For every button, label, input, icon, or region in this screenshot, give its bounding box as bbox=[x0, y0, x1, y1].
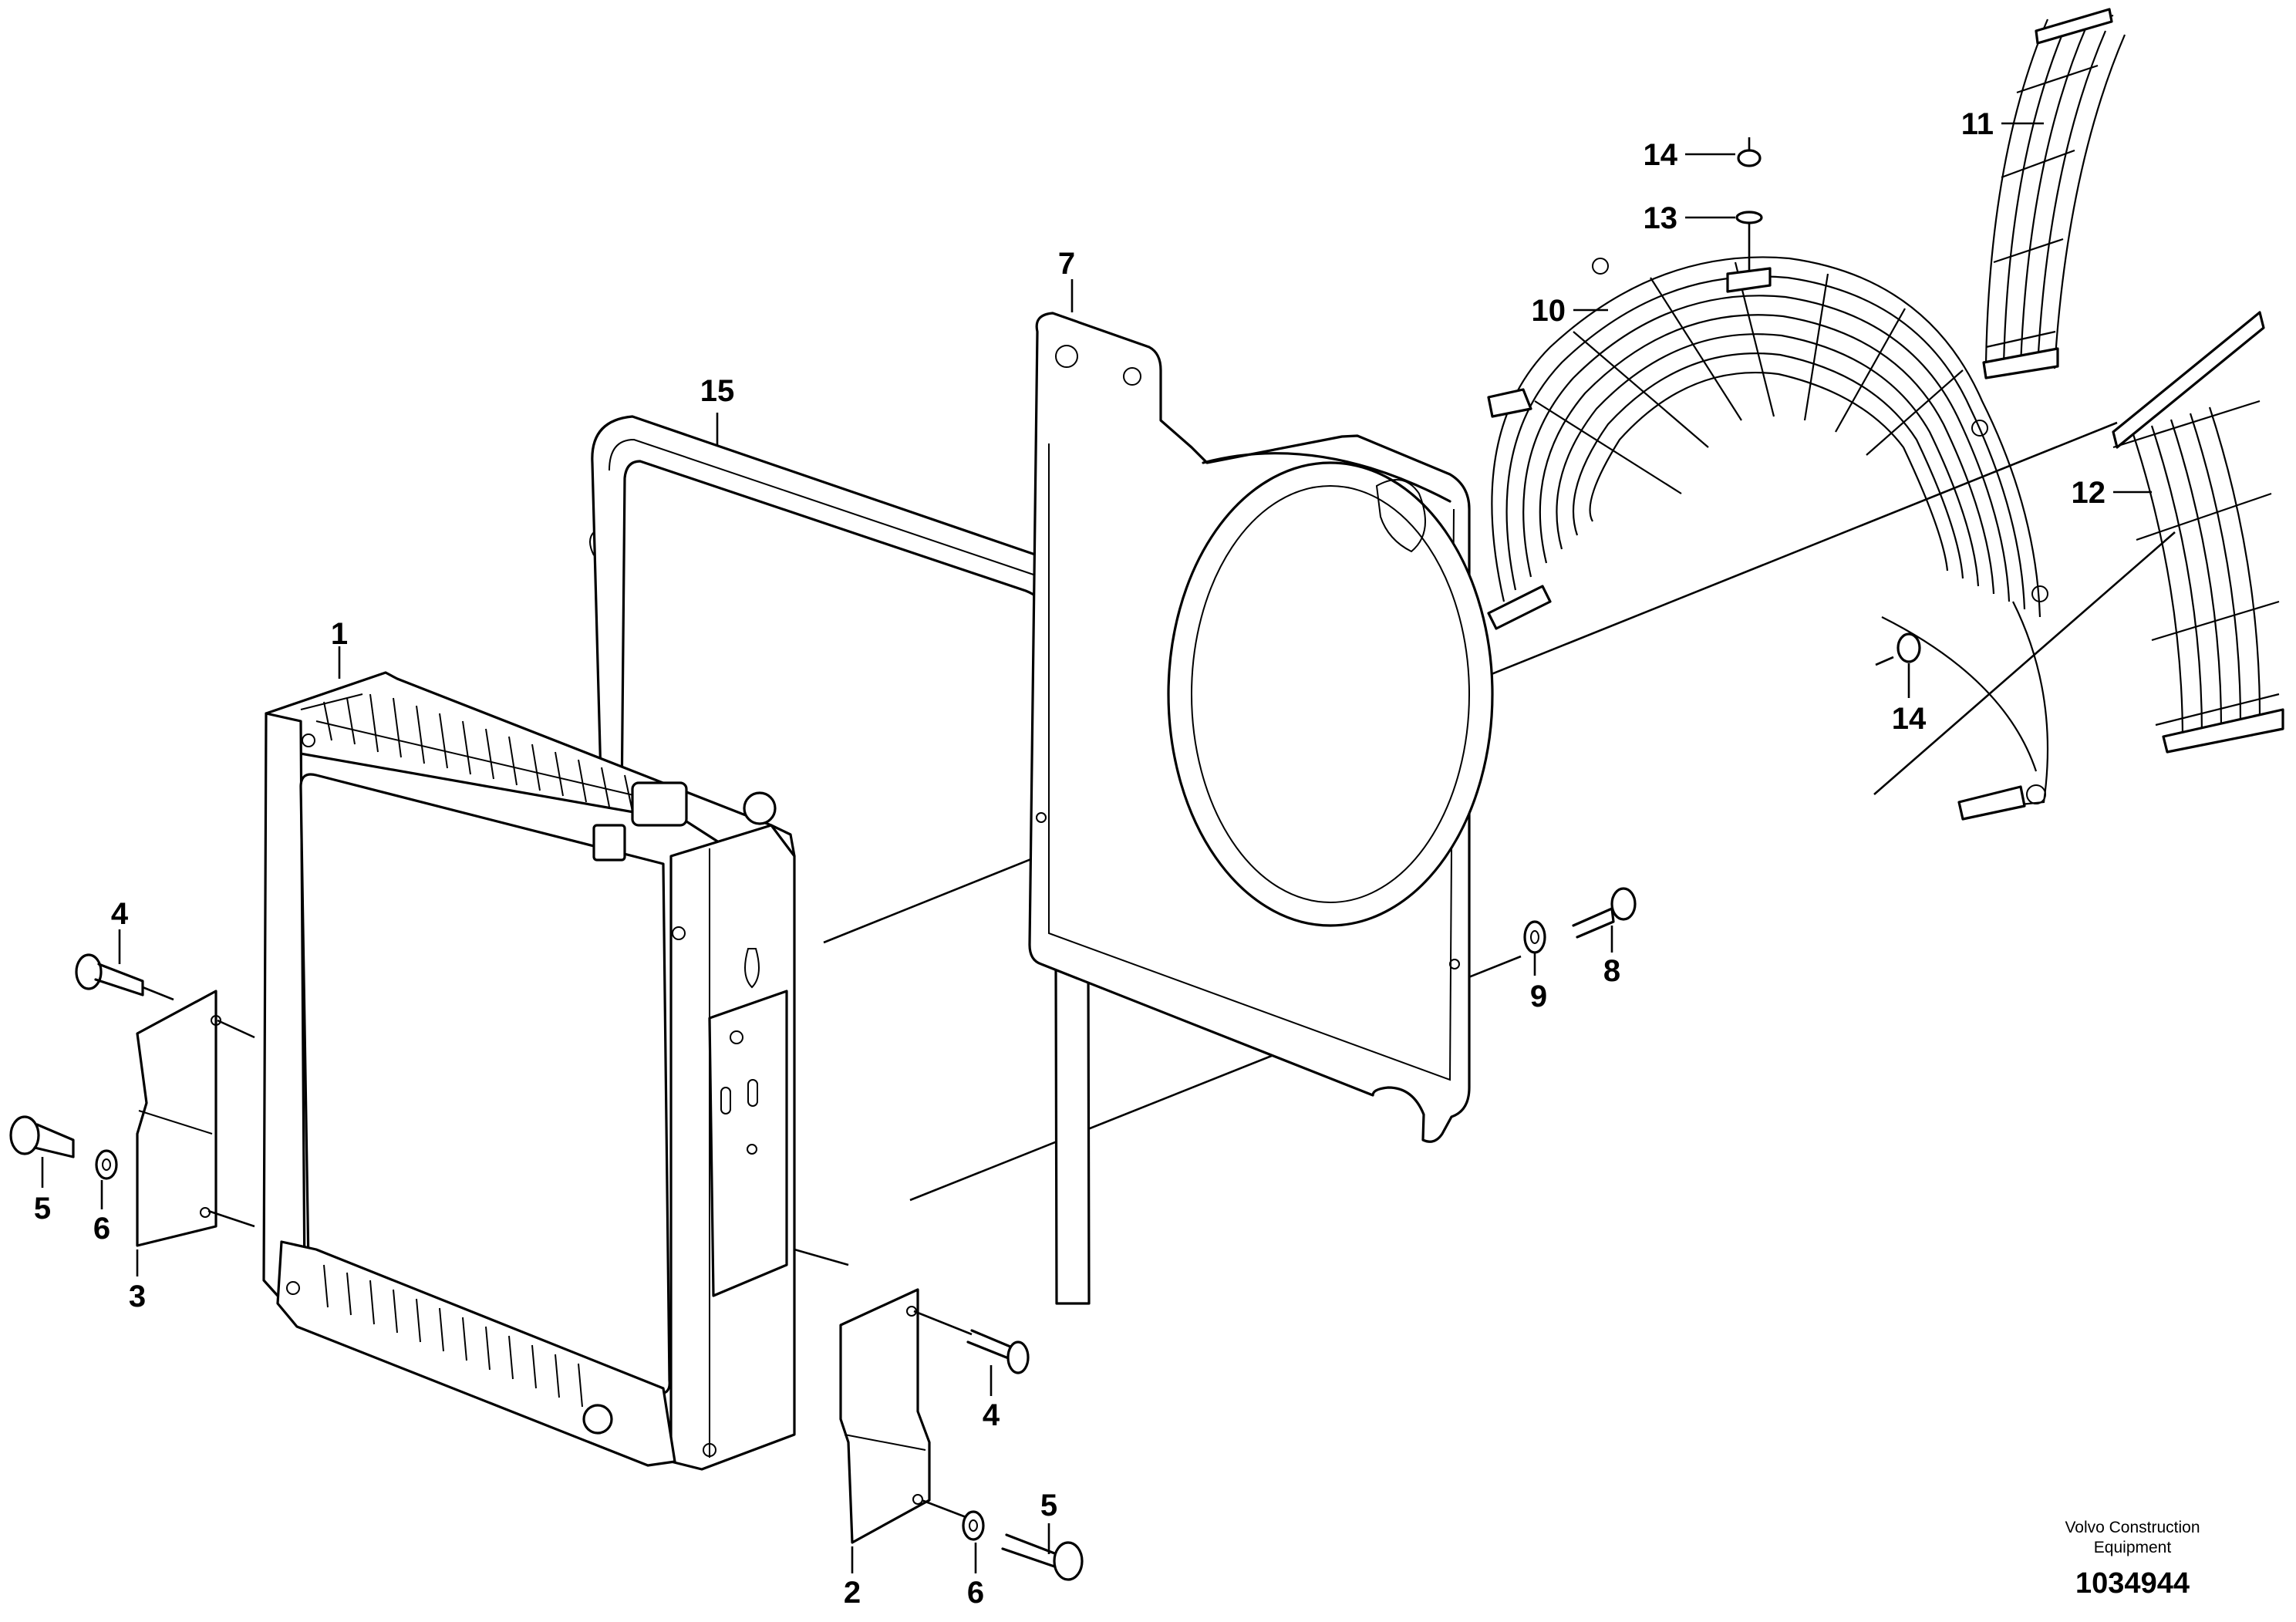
callout-1: 1 bbox=[331, 617, 348, 651]
nut-14-top bbox=[1737, 137, 1762, 167]
part-10-fan-guard bbox=[1487, 256, 2041, 772]
part-3-bracket bbox=[136, 990, 255, 1247]
screw-8 bbox=[1572, 887, 1637, 939]
part-11-grille bbox=[1971, 8, 2126, 437]
washer-13 bbox=[1735, 211, 1763, 278]
screw-5-left bbox=[9, 1115, 75, 1158]
callout-leaders bbox=[41, 122, 2152, 1573]
part-12-grille bbox=[1957, 311, 2284, 821]
washer-9 bbox=[1523, 920, 1546, 954]
part-1-radiator bbox=[262, 671, 796, 1471]
part-2-bracket bbox=[794, 1248, 973, 1544]
screw-5-lower bbox=[1001, 1533, 1084, 1581]
screw-4-lower bbox=[966, 1329, 1030, 1374]
callout-4-upper: 4 bbox=[111, 897, 129, 931]
brand-name-line2: Equipment bbox=[2094, 1539, 2172, 1556]
callout-11: 11 bbox=[1961, 107, 1994, 141]
callout-labels: 1 3 2 4 5 6 4 6 5 7 15 9 8 10 11 12 14 1… bbox=[34, 107, 2106, 1610]
callout-12: 12 bbox=[2072, 476, 2106, 510]
callout-5-left: 5 bbox=[34, 1192, 51, 1226]
document-number: 1034944 bbox=[2075, 1567, 2190, 1600]
callout-8: 8 bbox=[1603, 954, 1620, 988]
brand-name-line1: Volvo Construction bbox=[2065, 1519, 2200, 1536]
callout-3: 3 bbox=[129, 1280, 146, 1313]
callout-7: 7 bbox=[1058, 247, 1075, 281]
footer-brand: Volvo Construction Equipment 1034944 bbox=[2065, 1519, 2200, 1600]
callout-14-bottom: 14 bbox=[1892, 702, 1927, 736]
callout-14-top: 14 bbox=[1644, 138, 1678, 172]
washer-6-lower bbox=[962, 1510, 985, 1541]
callout-4-lower: 4 bbox=[983, 1398, 1000, 1432]
callout-6-lower: 6 bbox=[967, 1576, 984, 1610]
callout-13: 13 bbox=[1644, 201, 1678, 235]
callout-10: 10 bbox=[1532, 294, 1566, 328]
screw-4-upper bbox=[75, 953, 174, 1001]
washer-6-left bbox=[95, 1149, 118, 1180]
callout-6-left: 6 bbox=[93, 1212, 110, 1246]
part-7-fan-shroud bbox=[1028, 312, 1494, 1143]
callout-5-lower: 5 bbox=[1040, 1489, 1057, 1523]
callout-2: 2 bbox=[844, 1576, 861, 1610]
callout-9: 9 bbox=[1530, 980, 1547, 1013]
callout-15: 15 bbox=[700, 374, 735, 408]
nut-14-bottom bbox=[1875, 632, 1921, 666]
